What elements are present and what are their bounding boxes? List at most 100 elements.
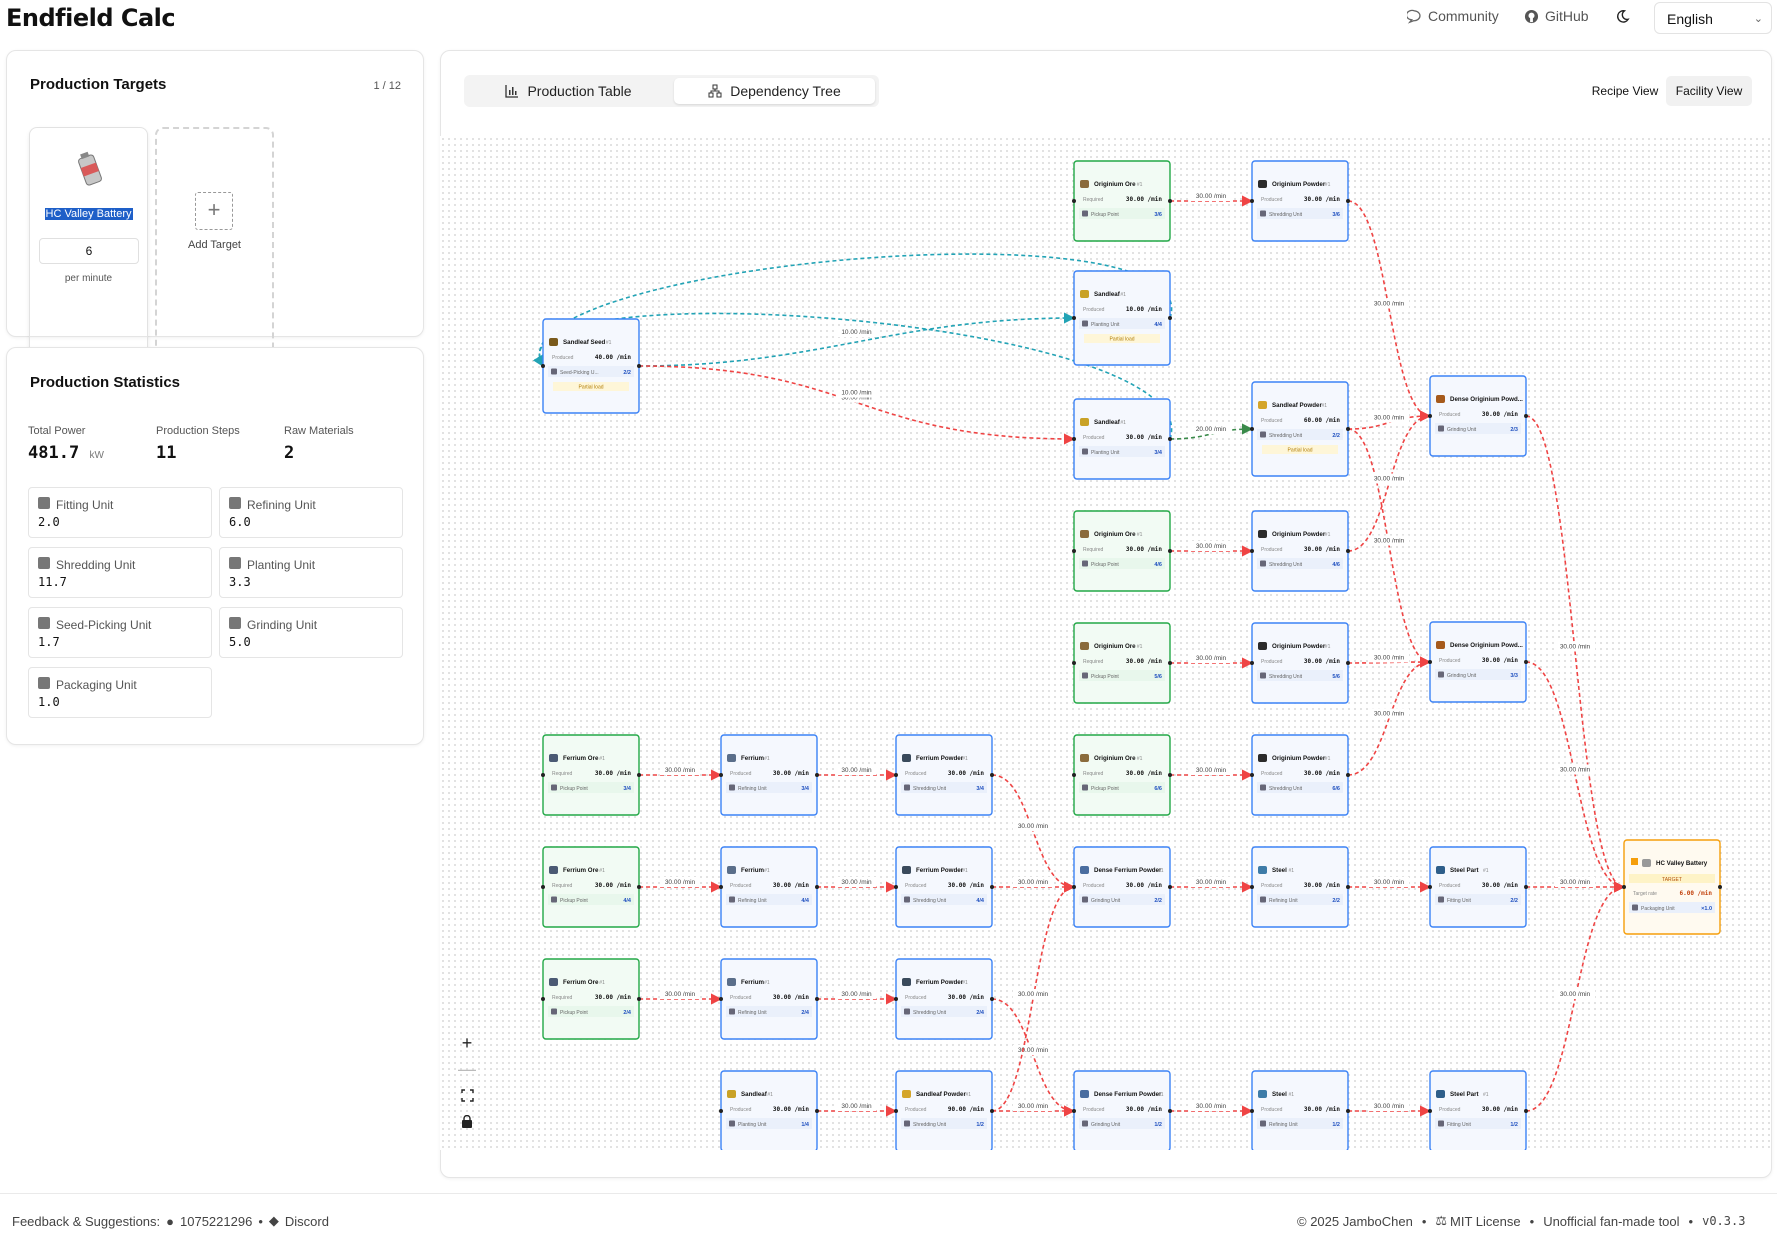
node-handle[interactable] <box>1168 773 1172 777</box>
node-handle[interactable] <box>990 1109 994 1113</box>
node-handle[interactable] <box>1346 773 1350 777</box>
node-handle[interactable] <box>1346 427 1350 431</box>
tab-production-table[interactable]: Production Table <box>468 75 669 107</box>
node-handle[interactable] <box>1168 1109 1172 1113</box>
node-handle[interactable] <box>541 997 545 1001</box>
node-handle[interactable] <box>894 885 898 889</box>
node-handle[interactable] <box>1428 660 1432 664</box>
node-handle[interactable] <box>1072 437 1076 441</box>
lock-button[interactable] <box>453 1108 481 1134</box>
node-handle[interactable] <box>1428 414 1432 418</box>
node-handle[interactable] <box>1346 199 1350 203</box>
node-handle[interactable] <box>1250 885 1254 889</box>
node-handle[interactable] <box>894 997 898 1001</box>
node-handle[interactable] <box>1072 885 1076 889</box>
node-handle[interactable] <box>719 773 723 777</box>
node-handle[interactable] <box>990 885 994 889</box>
node-handle[interactable] <box>1168 437 1172 441</box>
node-handle[interactable] <box>990 773 994 777</box>
node-handle[interactable] <box>1622 885 1626 889</box>
node-handle[interactable] <box>541 885 545 889</box>
fit-view-button[interactable] <box>453 1082 481 1108</box>
discord-link[interactable]: Discord <box>284 1213 329 1229</box>
node-handle[interactable] <box>1250 1109 1254 1113</box>
node-handle[interactable] <box>1072 316 1076 320</box>
zoom-out-button[interactable]: — <box>458 1058 476 1079</box>
node-handle[interactable] <box>1524 885 1528 889</box>
community-link[interactable]: Community <box>1407 8 1499 24</box>
node-handle[interactable] <box>1524 414 1528 418</box>
node-handle[interactable] <box>1428 1109 1432 1113</box>
qq-link[interactable]: 1075221296 <box>180 1213 253 1229</box>
recipe-view-button[interactable]: Recipe View <box>1591 84 1659 98</box>
license-link[interactable]: MIT License <box>1450 1213 1521 1229</box>
node-handle[interactable] <box>894 773 898 777</box>
node-handle[interactable] <box>1250 773 1254 777</box>
node-handle[interactable] <box>1072 661 1076 665</box>
node-handle[interactable] <box>1168 661 1172 665</box>
node-handle[interactable] <box>1168 549 1172 553</box>
node-handle[interactable] <box>1346 885 1350 889</box>
node-handle[interactable] <box>1250 661 1254 665</box>
github-link[interactable]: GitHub <box>1524 8 1589 24</box>
facility-view-button[interactable]: Facility View <box>1666 76 1752 106</box>
node-handle[interactable] <box>1346 549 1350 553</box>
node-handle[interactable] <box>1072 1109 1076 1113</box>
node-handle[interactable] <box>1524 1109 1528 1113</box>
target-rate-input[interactable]: 6 <box>39 238 139 264</box>
node-handle[interactable] <box>637 885 641 889</box>
node-handle[interactable] <box>541 364 545 368</box>
node-handle[interactable] <box>894 1109 898 1113</box>
node-handle[interactable] <box>1718 885 1722 889</box>
zoom-in-button[interactable]: + <box>461 1032 473 1053</box>
node-handle[interactable] <box>1428 885 1432 889</box>
node-handle[interactable] <box>637 364 641 368</box>
node-handle[interactable] <box>1168 885 1172 889</box>
language-select[interactable]: English ⌄ <box>1654 2 1772 34</box>
node-handle[interactable] <box>637 773 641 777</box>
node-handle[interactable] <box>1250 427 1254 431</box>
node-handle[interactable] <box>815 773 819 777</box>
target-card[interactable]: HC Valley Battery 6 per minute <box>29 127 148 365</box>
node-handle[interactable] <box>1168 199 1172 203</box>
node-handle[interactable] <box>990 997 994 1001</box>
node-handle[interactable] <box>815 885 819 889</box>
node-handle[interactable] <box>541 773 545 777</box>
theme-toggle-button[interactable] <box>1615 9 1630 24</box>
node-handle[interactable] <box>637 997 641 1001</box>
node-handle[interactable] <box>1250 549 1254 553</box>
add-target-button[interactable]: + Add Target <box>155 127 274 365</box>
node-handle[interactable] <box>1250 199 1254 203</box>
node-handle[interactable] <box>1072 773 1076 777</box>
tab-dependency-tree[interactable]: Dependency Tree <box>674 78 875 104</box>
